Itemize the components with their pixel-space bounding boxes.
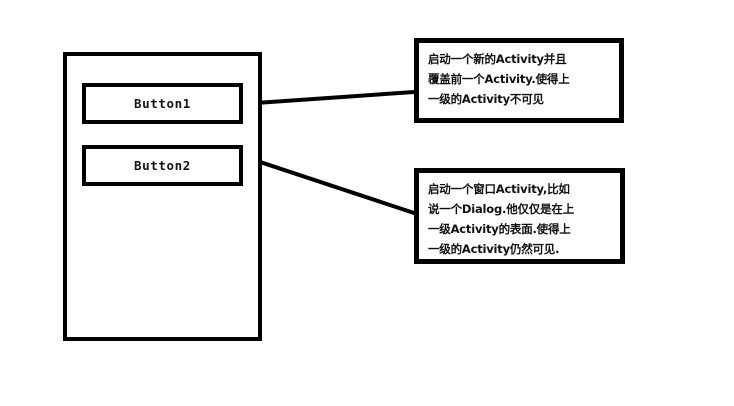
callout-2-line-2: 说一个Dialog.他仅仅是在上: [428, 202, 574, 216]
callout-1-line-1: 启动一个新的Activity并且: [428, 52, 567, 66]
callout-box-button1: 启动一个新的Activity并且 覆盖前一个Activity.使得上 一级的Ac…: [414, 38, 624, 123]
button1[interactable]: Button1: [82, 83, 243, 124]
callout-1-text: 启动一个新的Activity并且 覆盖前一个Activity.使得上 一级的Ac…: [428, 49, 615, 109]
connector-line-button1: [239, 89, 417, 107]
button1-label: Button1: [134, 96, 191, 112]
callout-2-text: 启动一个窗口Activity,比如 说一个Dialog.他仅仅是在上 一级Act…: [428, 179, 616, 259]
button2-label: Button2: [134, 158, 191, 174]
callout-2-line-4: 一级的Activity仍然可见.: [428, 242, 560, 256]
callout-1-line-2: 覆盖前一个Activity.使得上: [428, 72, 570, 86]
callout-2-line-3: 一级Activity的表面.使得上: [428, 222, 571, 236]
callout-1-line-3: 一级的Activity不可见: [428, 92, 544, 106]
connector-line-button2: [239, 153, 417, 216]
callout-box-button2: 启动一个窗口Activity,比如 说一个Dialog.他仅仅是在上 一级Act…: [414, 168, 625, 264]
callout-2-line-1: 启动一个窗口Activity,比如: [428, 182, 570, 196]
button2[interactable]: Button2: [82, 145, 243, 186]
